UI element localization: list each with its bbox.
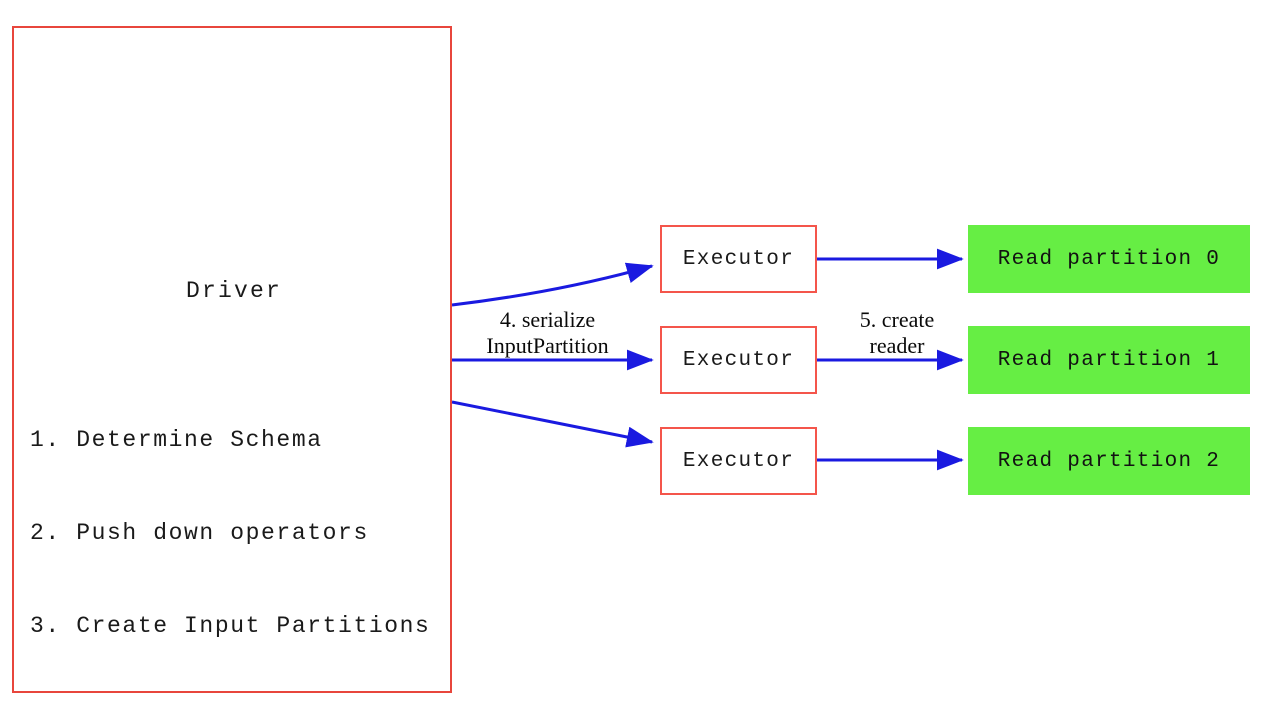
arrow-driver-to-executor-2 — [451, 400, 654, 448]
driver-step-2: 2. Push down operators — [30, 520, 369, 546]
partition-label-0: Read partition 0 — [997, 247, 1221, 271]
driver-title: Driver — [185, 278, 282, 304]
driver-step-3: 3. Create Input Partitions — [30, 613, 431, 639]
driver-box: Driver 1. Determine Schema 2. Push down … — [12, 26, 452, 693]
edge-label-serialize-inputpartition: 4. serialize InputPartition — [486, 307, 609, 358]
executor-label-1: Executor — [682, 348, 795, 372]
partition-label-2: Read partition 2 — [997, 449, 1221, 473]
partition-box-1: Read partition 1 — [968, 326, 1250, 394]
partition-box-2: Read partition 2 — [968, 427, 1250, 495]
driver-step-1: 1. Determine Schema — [30, 427, 323, 453]
executor-label-2: Executor — [682, 449, 795, 473]
executor-box-2: Executor — [660, 427, 817, 495]
edge-label-create-reader: 5. create reader — [859, 307, 935, 358]
arrow-driver-to-executor-0 — [451, 262, 654, 307]
executor-box-0: Executor — [660, 225, 817, 293]
driver-steps-list: 1. Determine Schema 2. Push down operato… — [30, 363, 450, 704]
partition-label-1: Read partition 1 — [997, 348, 1221, 372]
executor-label-0: Executor — [682, 247, 795, 271]
partition-box-0: Read partition 0 — [968, 225, 1250, 293]
executor-box-1: Executor — [660, 326, 817, 394]
